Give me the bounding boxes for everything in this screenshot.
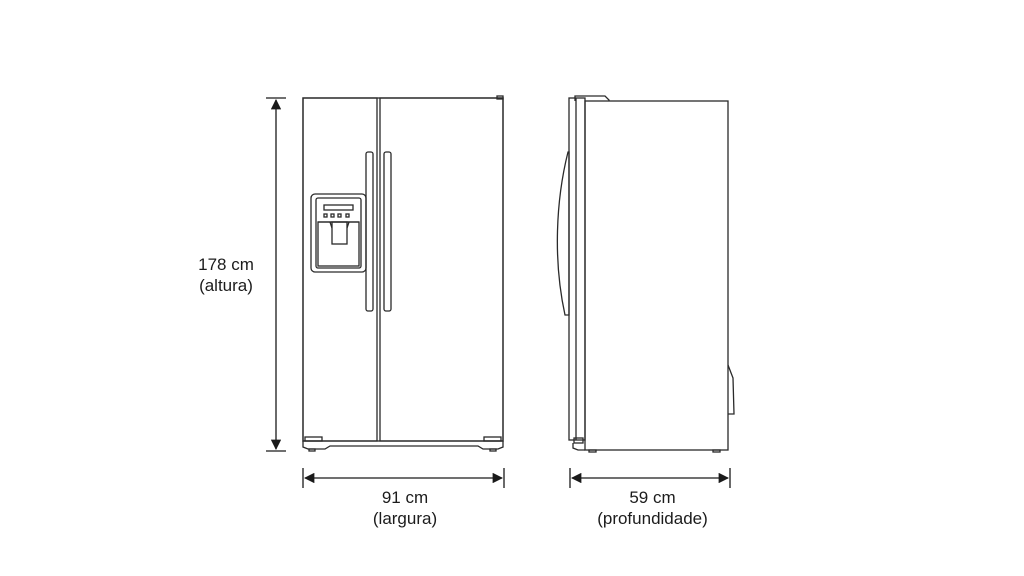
side-cabinet xyxy=(584,100,729,451)
front-base xyxy=(302,436,504,452)
freezer-handle xyxy=(365,151,374,312)
height-caption: (altura) xyxy=(199,276,253,295)
depth-label: 59 cm (profundidade) xyxy=(570,487,735,529)
fridge-door xyxy=(379,97,504,442)
fridge-handle xyxy=(383,151,392,312)
width-dimension-line xyxy=(302,468,505,488)
depth-value: 59 cm xyxy=(629,488,676,507)
side-handle xyxy=(556,151,570,316)
height-dimension-line xyxy=(266,97,286,452)
width-value: 91 cm xyxy=(381,488,429,507)
width-caption: (largura) xyxy=(372,509,438,528)
front-view xyxy=(302,95,504,452)
front-cabinet-outline xyxy=(302,97,504,442)
side-door-edge xyxy=(568,97,586,441)
depth-caption: (profundidade) xyxy=(597,509,708,528)
freezer-door xyxy=(302,97,378,442)
height-value: 178 cm xyxy=(198,255,254,274)
side-view xyxy=(556,95,735,453)
height-label: 178 cm (altura) xyxy=(180,254,272,296)
width-label: 91 cm (largura) xyxy=(330,487,480,529)
water-ice-dispenser xyxy=(310,193,367,273)
depth-dimension-line xyxy=(569,468,731,488)
